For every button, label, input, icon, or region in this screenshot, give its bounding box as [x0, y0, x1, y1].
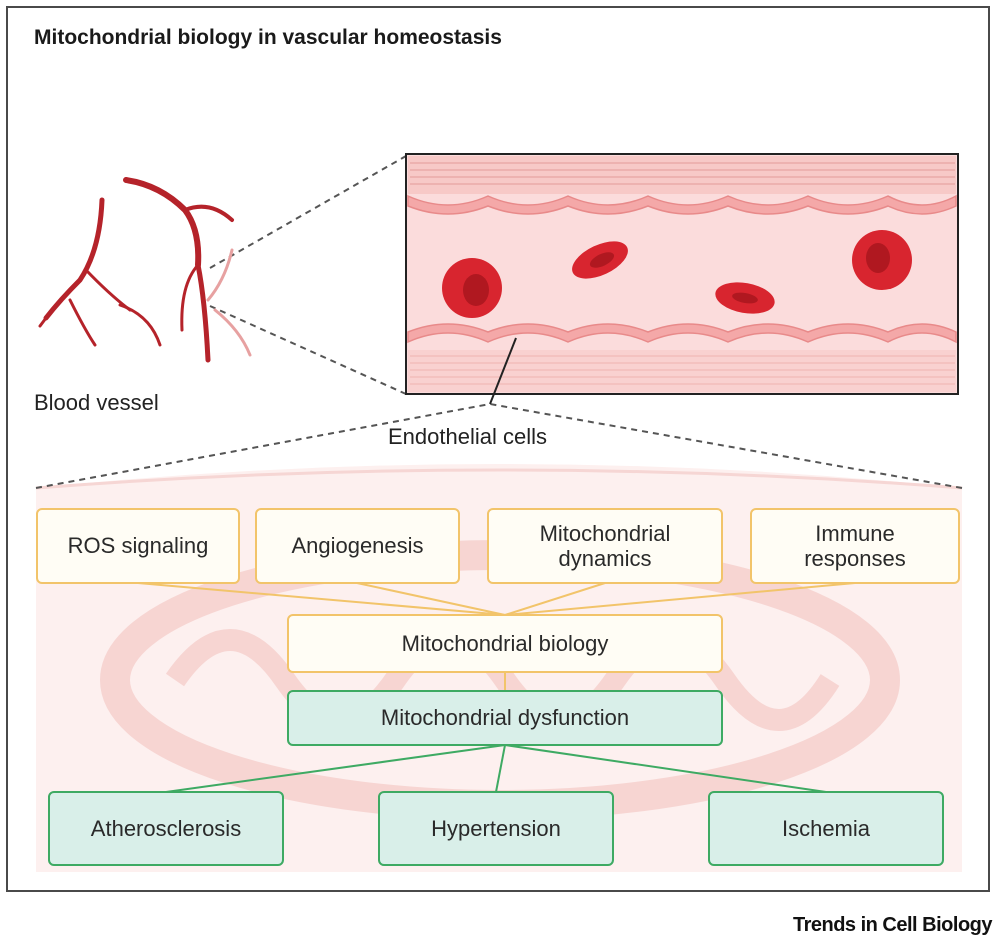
red-blood-cell-icon: [442, 230, 912, 318]
mitochondrial-biology-box: Mitochondrial biology: [287, 614, 723, 673]
function-connectors: [137, 582, 856, 616]
endothelial-cells-label: Endothelial cells: [388, 424, 547, 449]
vessel-cross-section-icon: [405, 153, 959, 405]
figure-title: Mitochondrial biology in vascular homeos…: [34, 26, 502, 49]
ros-signaling-box: ROS signaling: [36, 508, 240, 584]
blood-vessel-label: Blood vessel: [34, 390, 159, 415]
ischemia-box: Ischemia: [708, 791, 944, 866]
journal-name: Trends in Cell Biology: [792, 914, 993, 936]
angiogenesis-box: Angiogenesis: [255, 508, 460, 584]
immune-responses-box: Immune responses: [750, 508, 960, 584]
zoom-lines: [35, 155, 963, 489]
disease-connectors: [165, 744, 827, 793]
coronary-artery-tree-icon: [38, 177, 252, 363]
hypertension-box: Hypertension: [378, 791, 614, 866]
mitochondrial-dynamics-box: Mitochondrial dynamics: [487, 508, 723, 584]
atherosclerosis-box: Atherosclerosis: [48, 791, 284, 866]
mitochondrial-dysfunction-box: Mitochondrial dysfunction: [287, 690, 723, 746]
